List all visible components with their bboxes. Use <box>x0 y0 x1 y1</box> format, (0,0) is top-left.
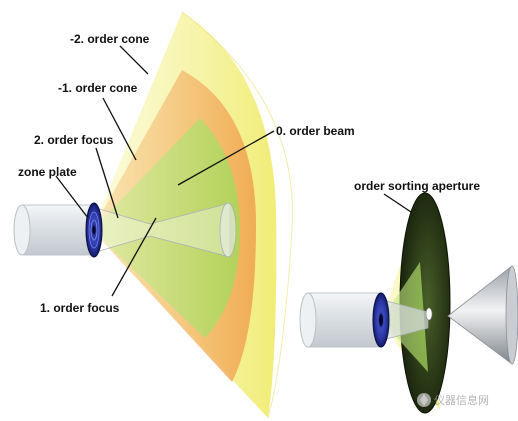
leader-lines <box>55 45 412 297</box>
plus-order-cone <box>92 118 240 338</box>
instrument-logo-icon <box>417 393 431 407</box>
outgoing-beam-cone <box>447 265 518 365</box>
label-minus1-order-cone: -1. order cone <box>58 81 138 95</box>
label-zone-plate: zone plate <box>18 165 77 179</box>
zone-plate-left <box>85 202 103 258</box>
zone-plate-right <box>372 292 390 348</box>
label-order-sorting-aperture: order sorting aperture <box>354 179 480 193</box>
label-0-order-beam: 0. order beam <box>276 124 355 138</box>
watermark-text: 仪器信息网 <box>434 393 489 407</box>
label-1st-order-focus: 1. order focus <box>40 301 120 315</box>
incoming-beam-cylinder-left <box>13 204 93 256</box>
watermark: 仪器信息网 <box>417 393 489 407</box>
left-assembly <box>13 11 294 419</box>
right-assembly <box>299 192 518 414</box>
incoming-beam-cylinder-right <box>299 292 381 348</box>
aperture-hole <box>425 307 433 321</box>
label-2nd-order-focus: 2. order focus <box>34 133 114 147</box>
labels: -2. order cone -1. order cone 2. order f… <box>18 32 480 315</box>
label-minus2-order-cone: -2. order cone <box>70 32 150 46</box>
